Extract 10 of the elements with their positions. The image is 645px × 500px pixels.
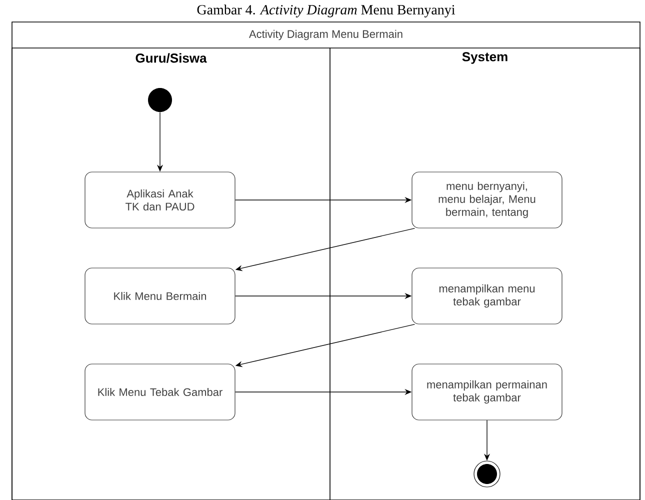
activity-box: Aplikasi Anak TK dan PAUD: [84, 172, 236, 228]
caption: Gambar 4. Activity Diagram Menu Bernyanyi: [197, 4, 455, 18]
activity-box: menu bernyanyi, menu belajar, Menu bermain, tentang: [412, 172, 562, 228]
activity-box: menampilkan menu tebak gambar: [412, 268, 562, 324]
pool-title: Activity Diagram Menu Bermain: [249, 30, 402, 40]
end-node: [474, 460, 500, 488]
activity-box: menampilkan permainan tebak gambar: [412, 364, 562, 420]
start-node: [148, 88, 172, 112]
activity-box: Klik Menu Bermain: [84, 268, 236, 324]
activity-box: Klik Menu Tebak Gambar: [84, 364, 236, 420]
